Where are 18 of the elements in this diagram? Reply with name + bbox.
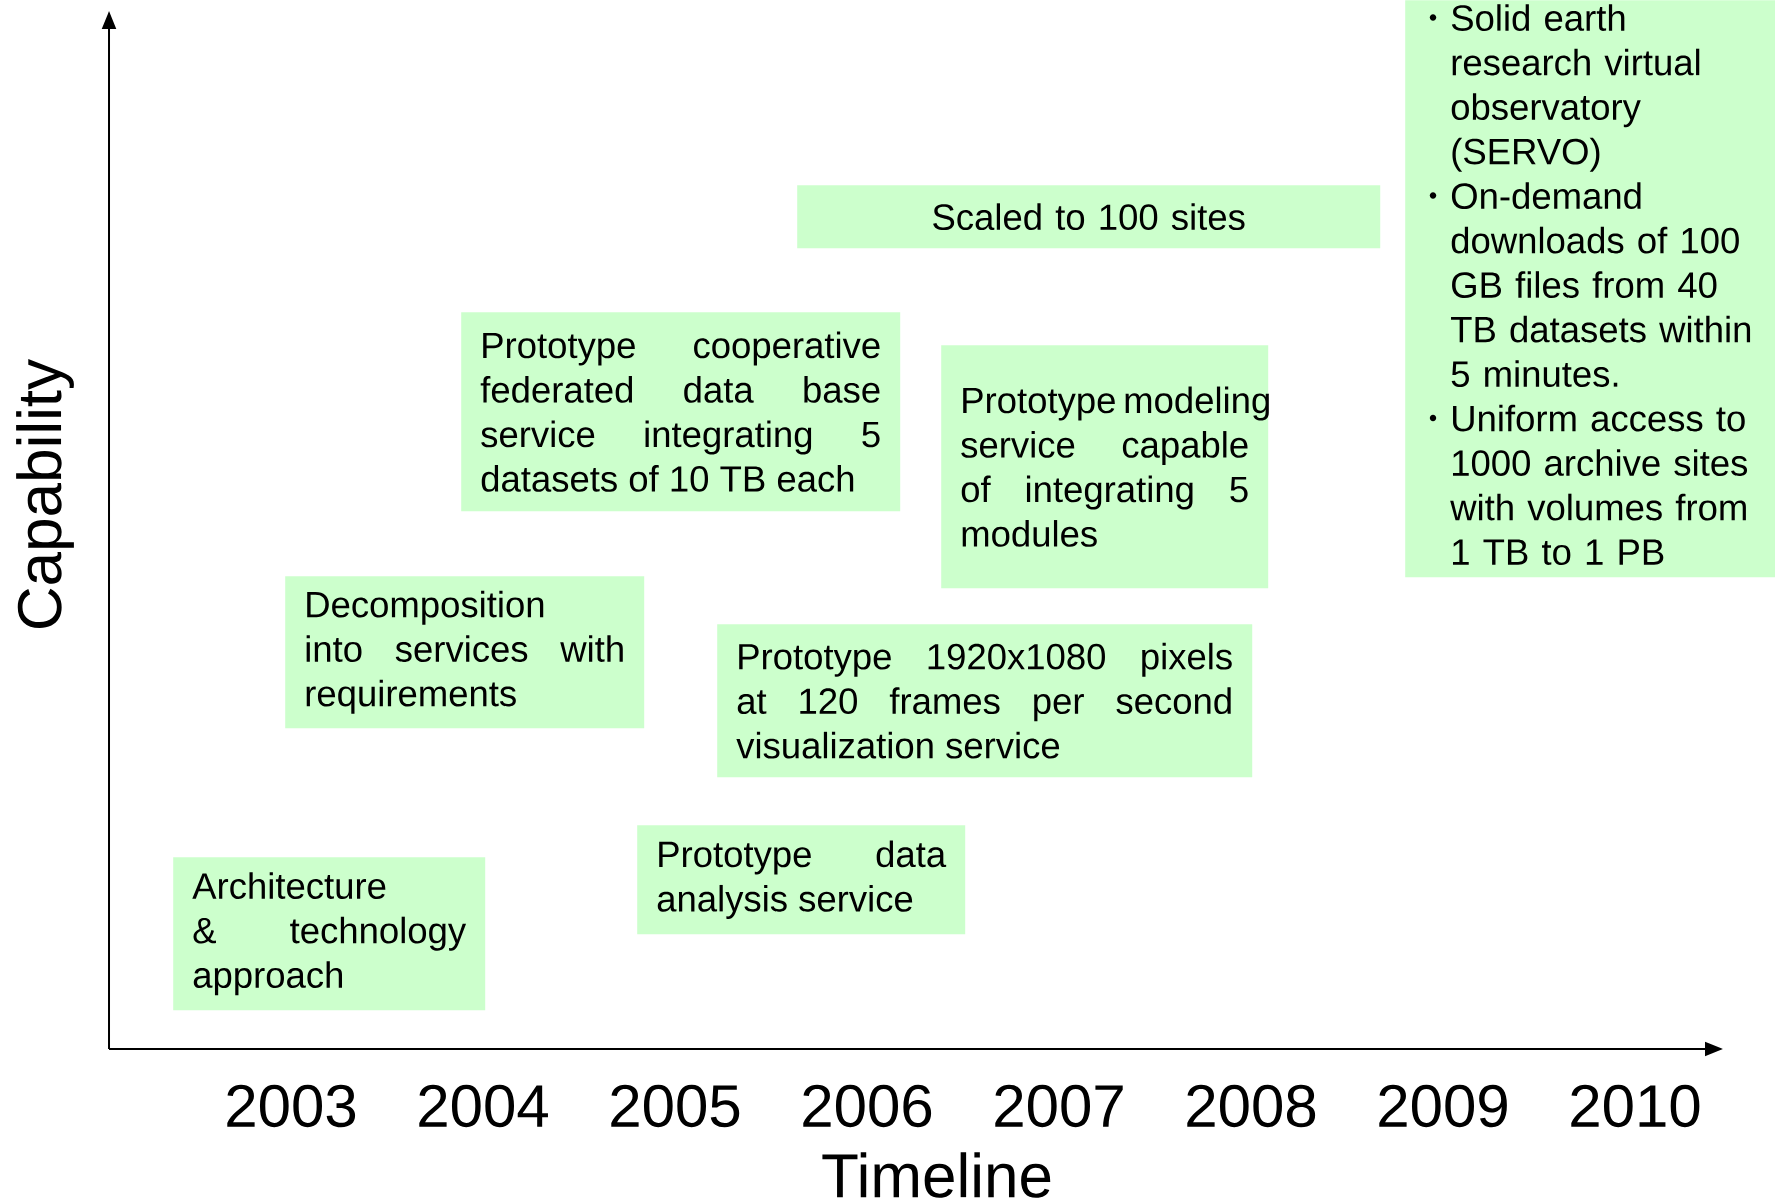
year-label: 2003 <box>227 1084 356 1128</box>
axis-title: Capability <box>16 359 74 628</box>
note-box: Solid earth research virtual observatory (SERVO) On-demand downloads of 100 GB files from 40 TB datasets within 5 minutes. Uniform access to 1000 archive sites with volumes from 1 TB to 1 PB <box>1405 0 1775 578</box>
year-label: 2008 <box>1187 1084 1316 1128</box>
year-label: 2004 <box>419 1084 548 1128</box>
year-label: 2006 <box>803 1084 932 1128</box>
note-box: Prototype cooperative federated data base service integrating 5 datasets of 10 TB each <box>461 312 901 512</box>
note-box: Decomposition into services with requirements <box>285 576 645 729</box>
note-box: Prototype 1920x1080 pixels at 120 frames per second visualization service <box>717 624 1253 778</box>
year-label: 2007 <box>995 1084 1123 1128</box>
year-label: 2009 <box>1379 1084 1507 1128</box>
year-label: 2005 <box>611 1084 740 1128</box>
note-box: Architecture & technology approach <box>173 857 486 1011</box>
note-box: Scaled to 100 sites <box>797 185 1381 249</box>
note-box: Prototype data analysis service <box>637 825 966 935</box>
axis-title: Timeline <box>822 1152 1051 1198</box>
year-label: 2010 <box>1571 1084 1700 1128</box>
note-box: Prototype modeling service capable of integrating 5 modules <box>941 345 1269 589</box>
